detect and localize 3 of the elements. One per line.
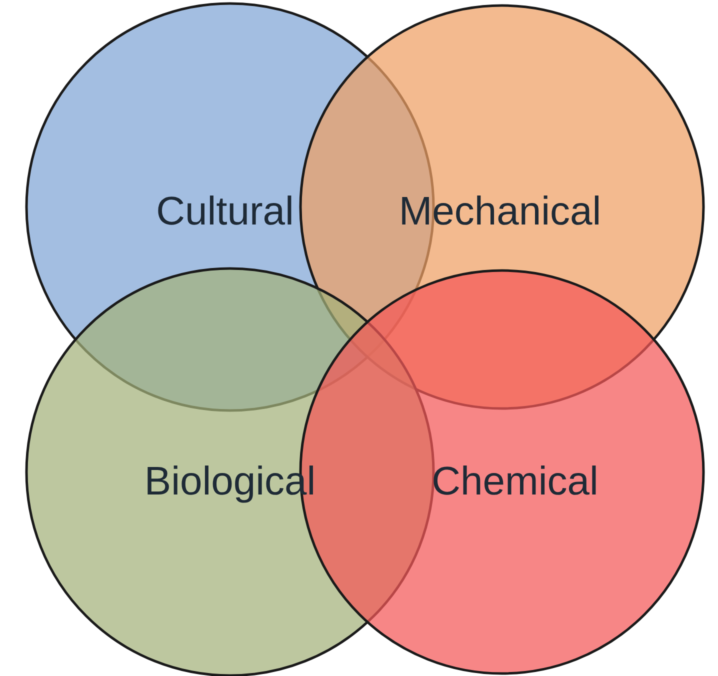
category-label: Chemical [432, 460, 598, 504]
category-label: Mechanical [398, 190, 602, 234]
category-label: Cultural [156, 190, 294, 234]
